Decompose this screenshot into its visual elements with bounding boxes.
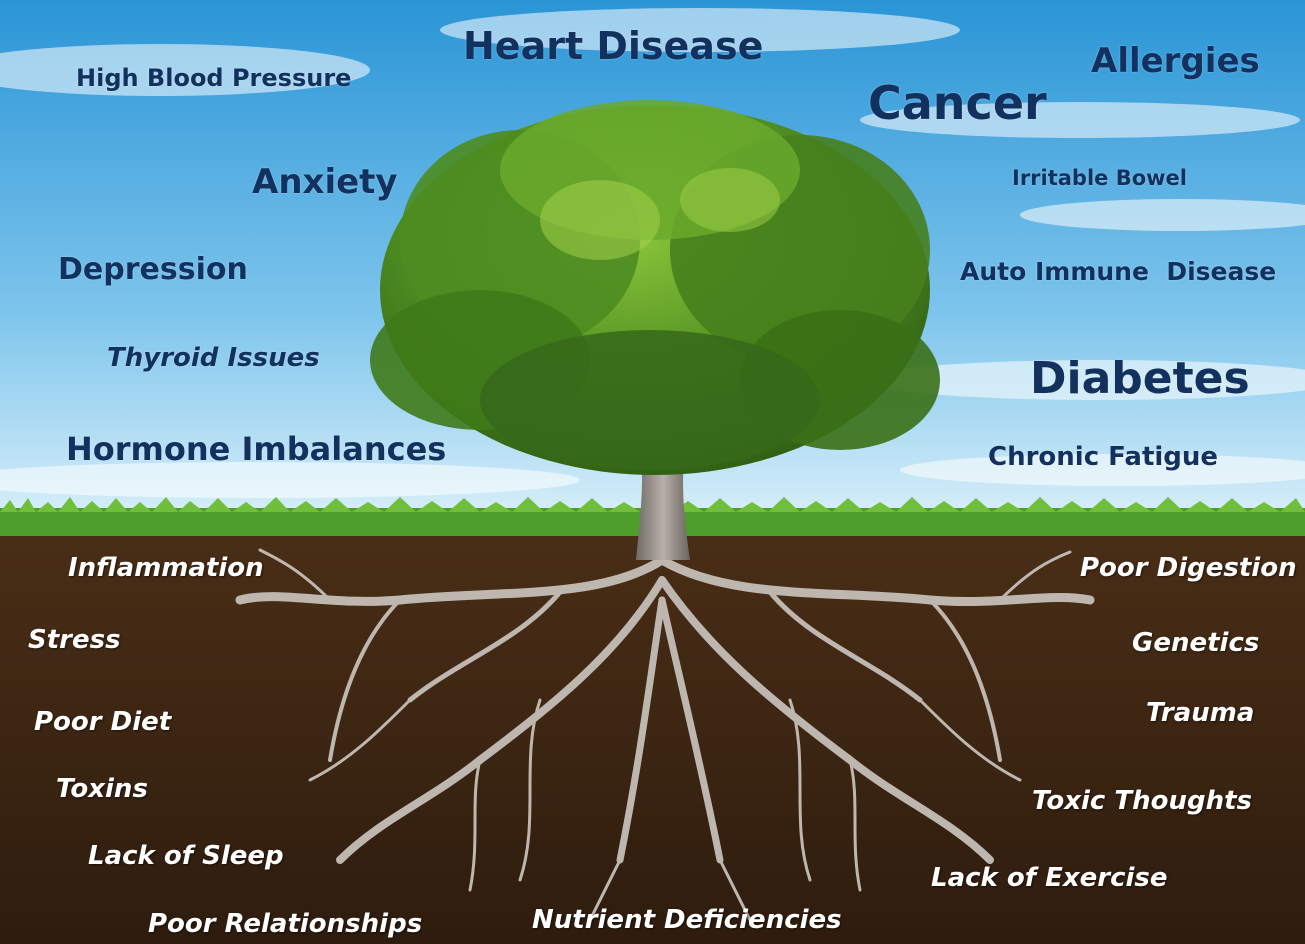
label-nutrient-deficiencies: Nutrient Deficiencies	[532, 907, 842, 933]
label-lack-of-exercise: Lack of Exercise	[931, 865, 1168, 891]
label-genetics: Genetics	[1132, 630, 1259, 656]
label-depression: Depression	[58, 255, 248, 285]
label-toxic-thoughts: Toxic Thoughts	[1032, 788, 1252, 814]
label-cancer: Cancer	[868, 80, 1047, 126]
label-trauma: Trauma	[1146, 700, 1254, 726]
label-allergies: Allergies	[1091, 44, 1260, 78]
label-poor-digestion: Poor Digestion	[1080, 555, 1297, 581]
label-diabetes: Diabetes	[1030, 357, 1250, 401]
label-anxiety: Anxiety	[252, 165, 398, 199]
label-toxins: Toxins	[56, 776, 148, 802]
tree-foliage	[370, 100, 940, 475]
label-auto-immune-disease: Auto Immune Disease	[960, 259, 1276, 284]
label-heart-disease: Heart Disease	[463, 27, 763, 65]
label-stress: Stress	[28, 627, 121, 653]
label-chronic-fatigue: Chronic Fatigue	[988, 444, 1218, 470]
label-hormone-imbalances: Hormone Imbalances	[66, 433, 446, 465]
label-high-blood-pressure: High Blood Pressure	[76, 66, 351, 90]
label-inflammation: Inflammation	[68, 555, 264, 581]
label-irritable-bowel: Irritable Bowel	[1012, 168, 1187, 189]
label-poor-relationships: Poor Relationships	[148, 911, 422, 937]
label-poor-diet: Poor Diet	[34, 709, 171, 735]
label-lack-of-sleep: Lack of Sleep	[88, 843, 284, 869]
label-thyroid-issues: Thyroid Issues	[107, 345, 320, 371]
